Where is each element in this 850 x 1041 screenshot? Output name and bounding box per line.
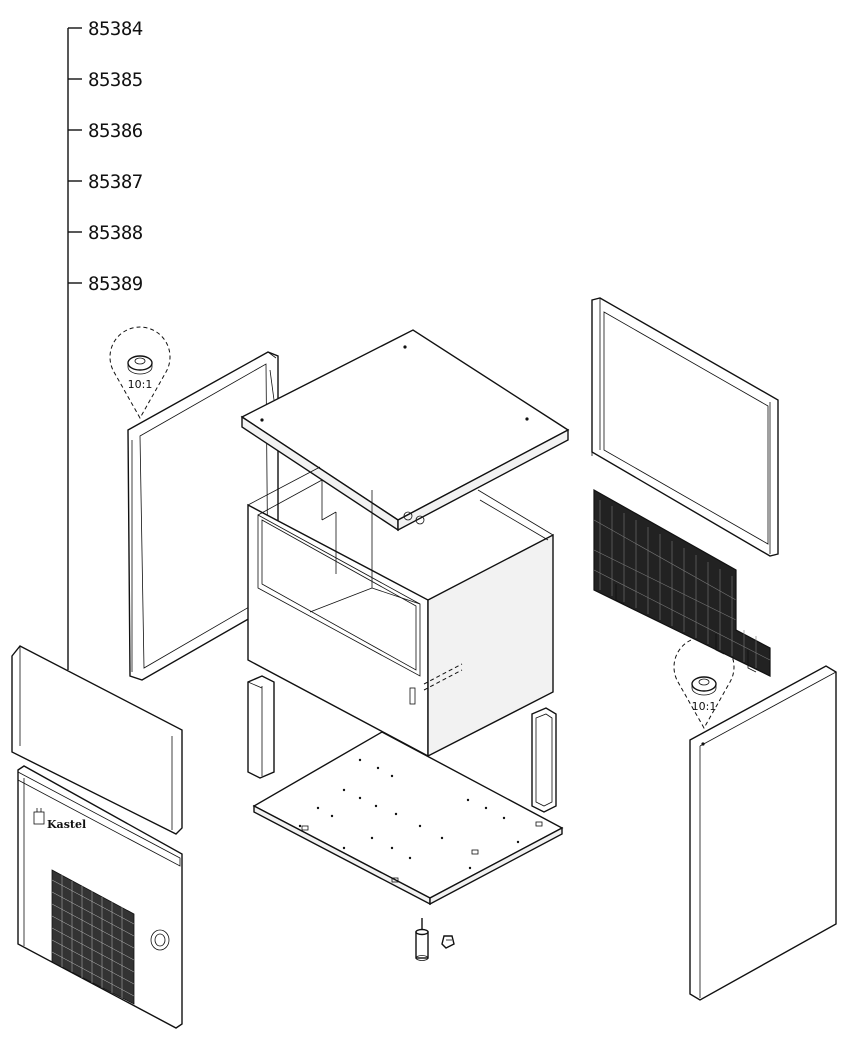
callout-scale-label: 10:1 xyxy=(692,700,717,713)
door-brand-text: Kastel xyxy=(47,818,86,831)
front-door-panel: Kastel xyxy=(17,765,183,1029)
right-side-panel xyxy=(689,665,837,1001)
base-plate xyxy=(252,731,564,906)
condenser-grille xyxy=(593,488,771,677)
callout-pin-outline xyxy=(109,326,171,420)
door-vent-grid xyxy=(51,869,135,1005)
cabinet-body xyxy=(247,466,554,758)
part-number-6: 85389 xyxy=(88,273,143,295)
callout-scale-label: 10:1 xyxy=(128,378,153,391)
part-number-1: 85384 xyxy=(88,18,143,40)
part-number-5: 85388 xyxy=(88,222,143,244)
corner-post-right xyxy=(531,707,557,813)
top-lid xyxy=(240,329,570,532)
washer-icon xyxy=(691,676,717,696)
part-number-3: 85386 xyxy=(88,120,143,142)
hex-nut xyxy=(441,935,455,949)
detail-callout-left: 10:1 xyxy=(109,326,171,420)
part-number-bracket: 85384 85385 85386 85387 85388 85389 xyxy=(67,18,143,670)
back-frame xyxy=(591,297,779,557)
part-number-2: 85385 xyxy=(88,69,143,91)
corner-post-left xyxy=(247,675,275,779)
top-front-panel xyxy=(11,645,183,835)
door-knob-icon xyxy=(150,929,170,951)
washer-icon xyxy=(127,355,153,375)
door-brand-logo: Kastel xyxy=(33,808,86,831)
part-number-4: 85387 xyxy=(88,171,143,193)
adjustable-foot xyxy=(415,918,429,961)
